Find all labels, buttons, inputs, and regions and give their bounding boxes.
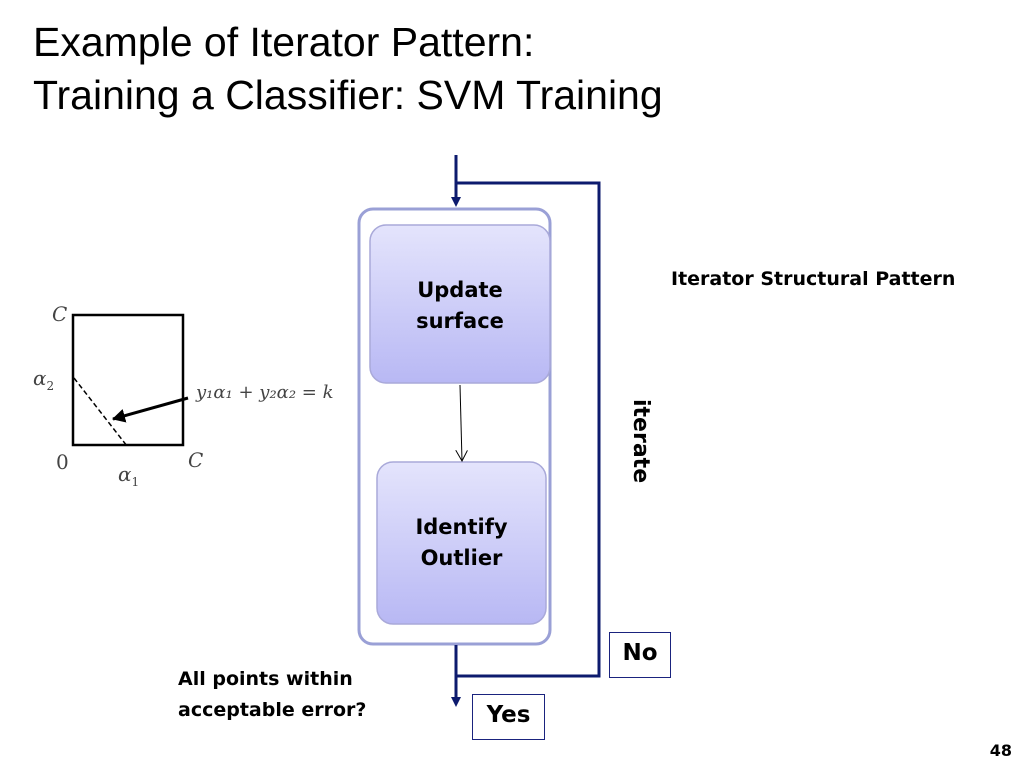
svm-alpha1-subscript: 1 (131, 475, 140, 489)
update-surface-box (369, 224, 551, 384)
update-surface-label: Update surface (370, 275, 550, 337)
question-label: All points within acceptable error? (178, 664, 366, 726)
svm-c-top-label: C (52, 302, 68, 326)
svm-alpha2-subscript: 2 (46, 379, 55, 393)
svm-alpha2-label: α2 (33, 366, 54, 393)
iterate-label: iterate (628, 399, 653, 484)
question-line1: All points within (178, 668, 353, 690)
yes-label: Yes (472, 694, 545, 740)
box-connector-arrow (460, 384, 462, 461)
svm-alpha1-symbol: α (118, 462, 132, 486)
slide-title: Example of Iterator Pattern: Training a … (33, 16, 663, 122)
update-surface-line1: Update (417, 278, 503, 302)
iterate-loop-line (454, 181, 601, 678)
title-line-1: Example of Iterator Pattern: (33, 19, 535, 65)
svm-c-right-label: C (188, 448, 204, 472)
identify-outlier-line2: Outlier (420, 546, 503, 570)
identify-outlier-line1: Identify (415, 515, 508, 539)
svm-alpha1-label: α1 (118, 462, 139, 489)
no-label: No (609, 632, 671, 678)
svm-origin-label: 0 (56, 450, 69, 474)
svm-dashed-line (73, 377, 128, 447)
svm-alpha2-symbol: α (33, 366, 47, 390)
svm-constraint-equation: y₁α₁ + y₂α₂ = k (196, 382, 334, 403)
update-surface-line2: surface (416, 309, 504, 333)
svm-pointer-arrow (112, 396, 189, 423)
question-line2: acceptable error? (178, 699, 367, 721)
pattern-label: Iterator Structural Pattern (671, 268, 956, 290)
identify-outlier-label: Identify Outlier (377, 512, 546, 574)
title-line-2: Training a Classifier: SVM Training (33, 72, 663, 118)
svm-constraint-box (71, 313, 185, 447)
page-number: 48 (989, 741, 1012, 760)
